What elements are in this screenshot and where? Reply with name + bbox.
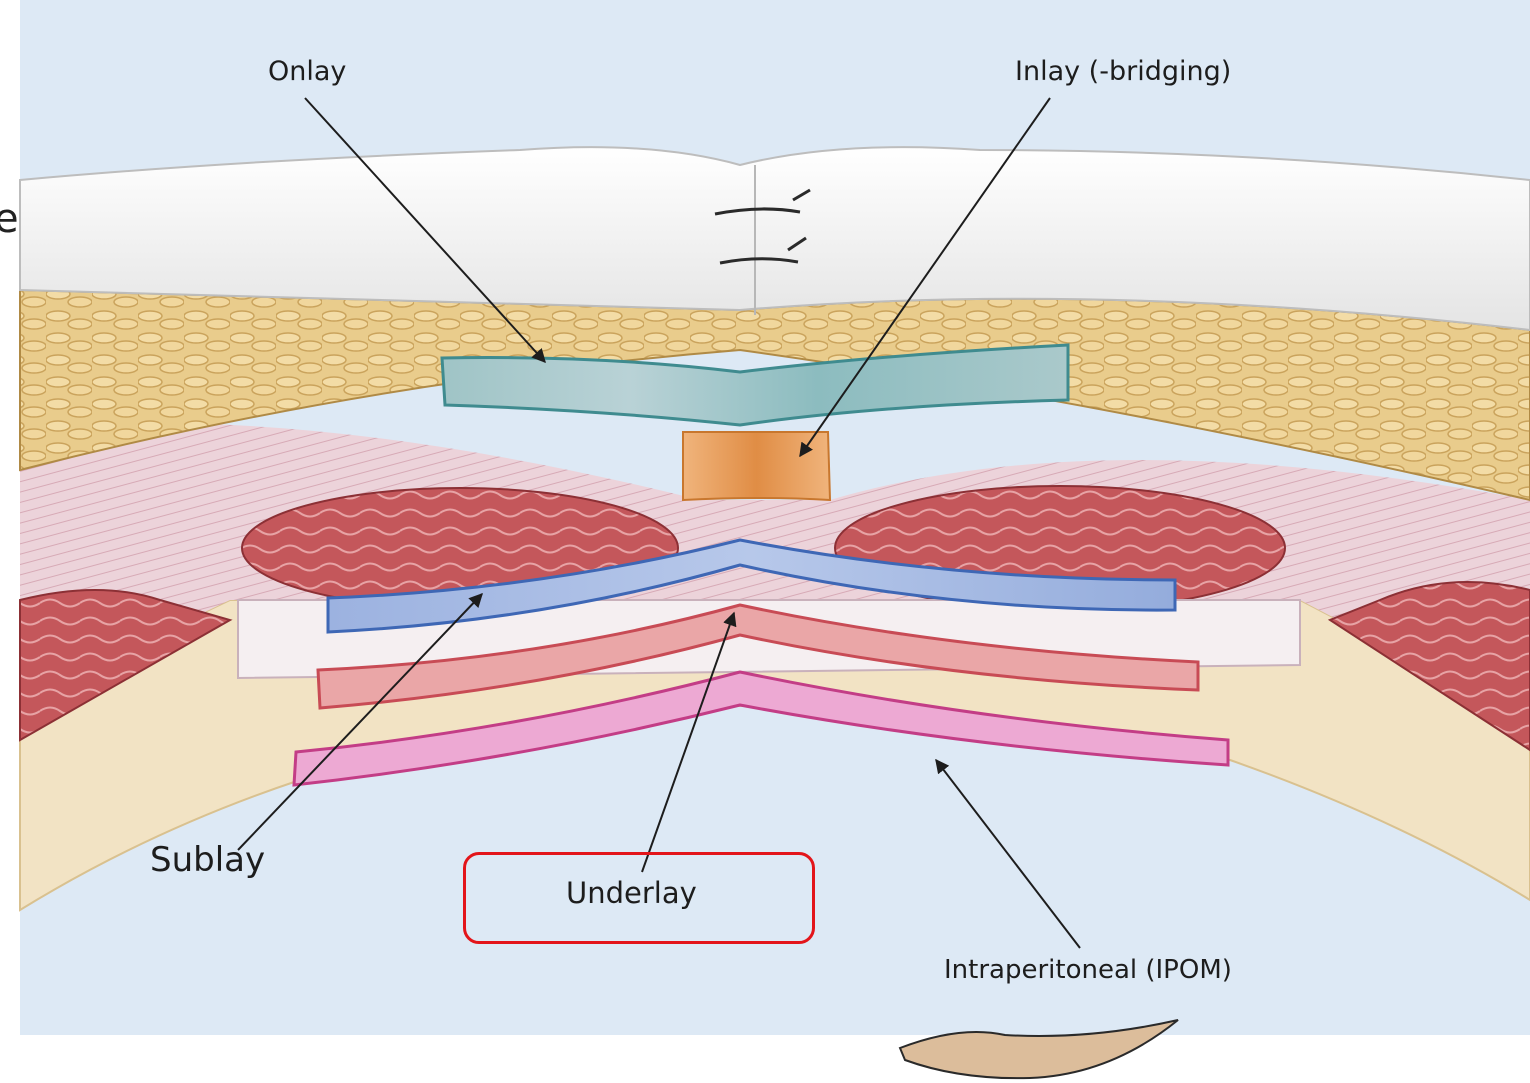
sublay-label: Sublay — [150, 840, 265, 880]
inlay-label: Inlay (-bridging) — [1015, 56, 1231, 87]
inlay-mesh — [683, 432, 830, 500]
stray-text-fragment: e — [0, 196, 19, 242]
onlay-label: Onlay — [268, 56, 346, 87]
ipom-label: Intraperitoneal (IPOM) — [944, 955, 1232, 985]
underlay-highlight-box — [463, 852, 815, 944]
